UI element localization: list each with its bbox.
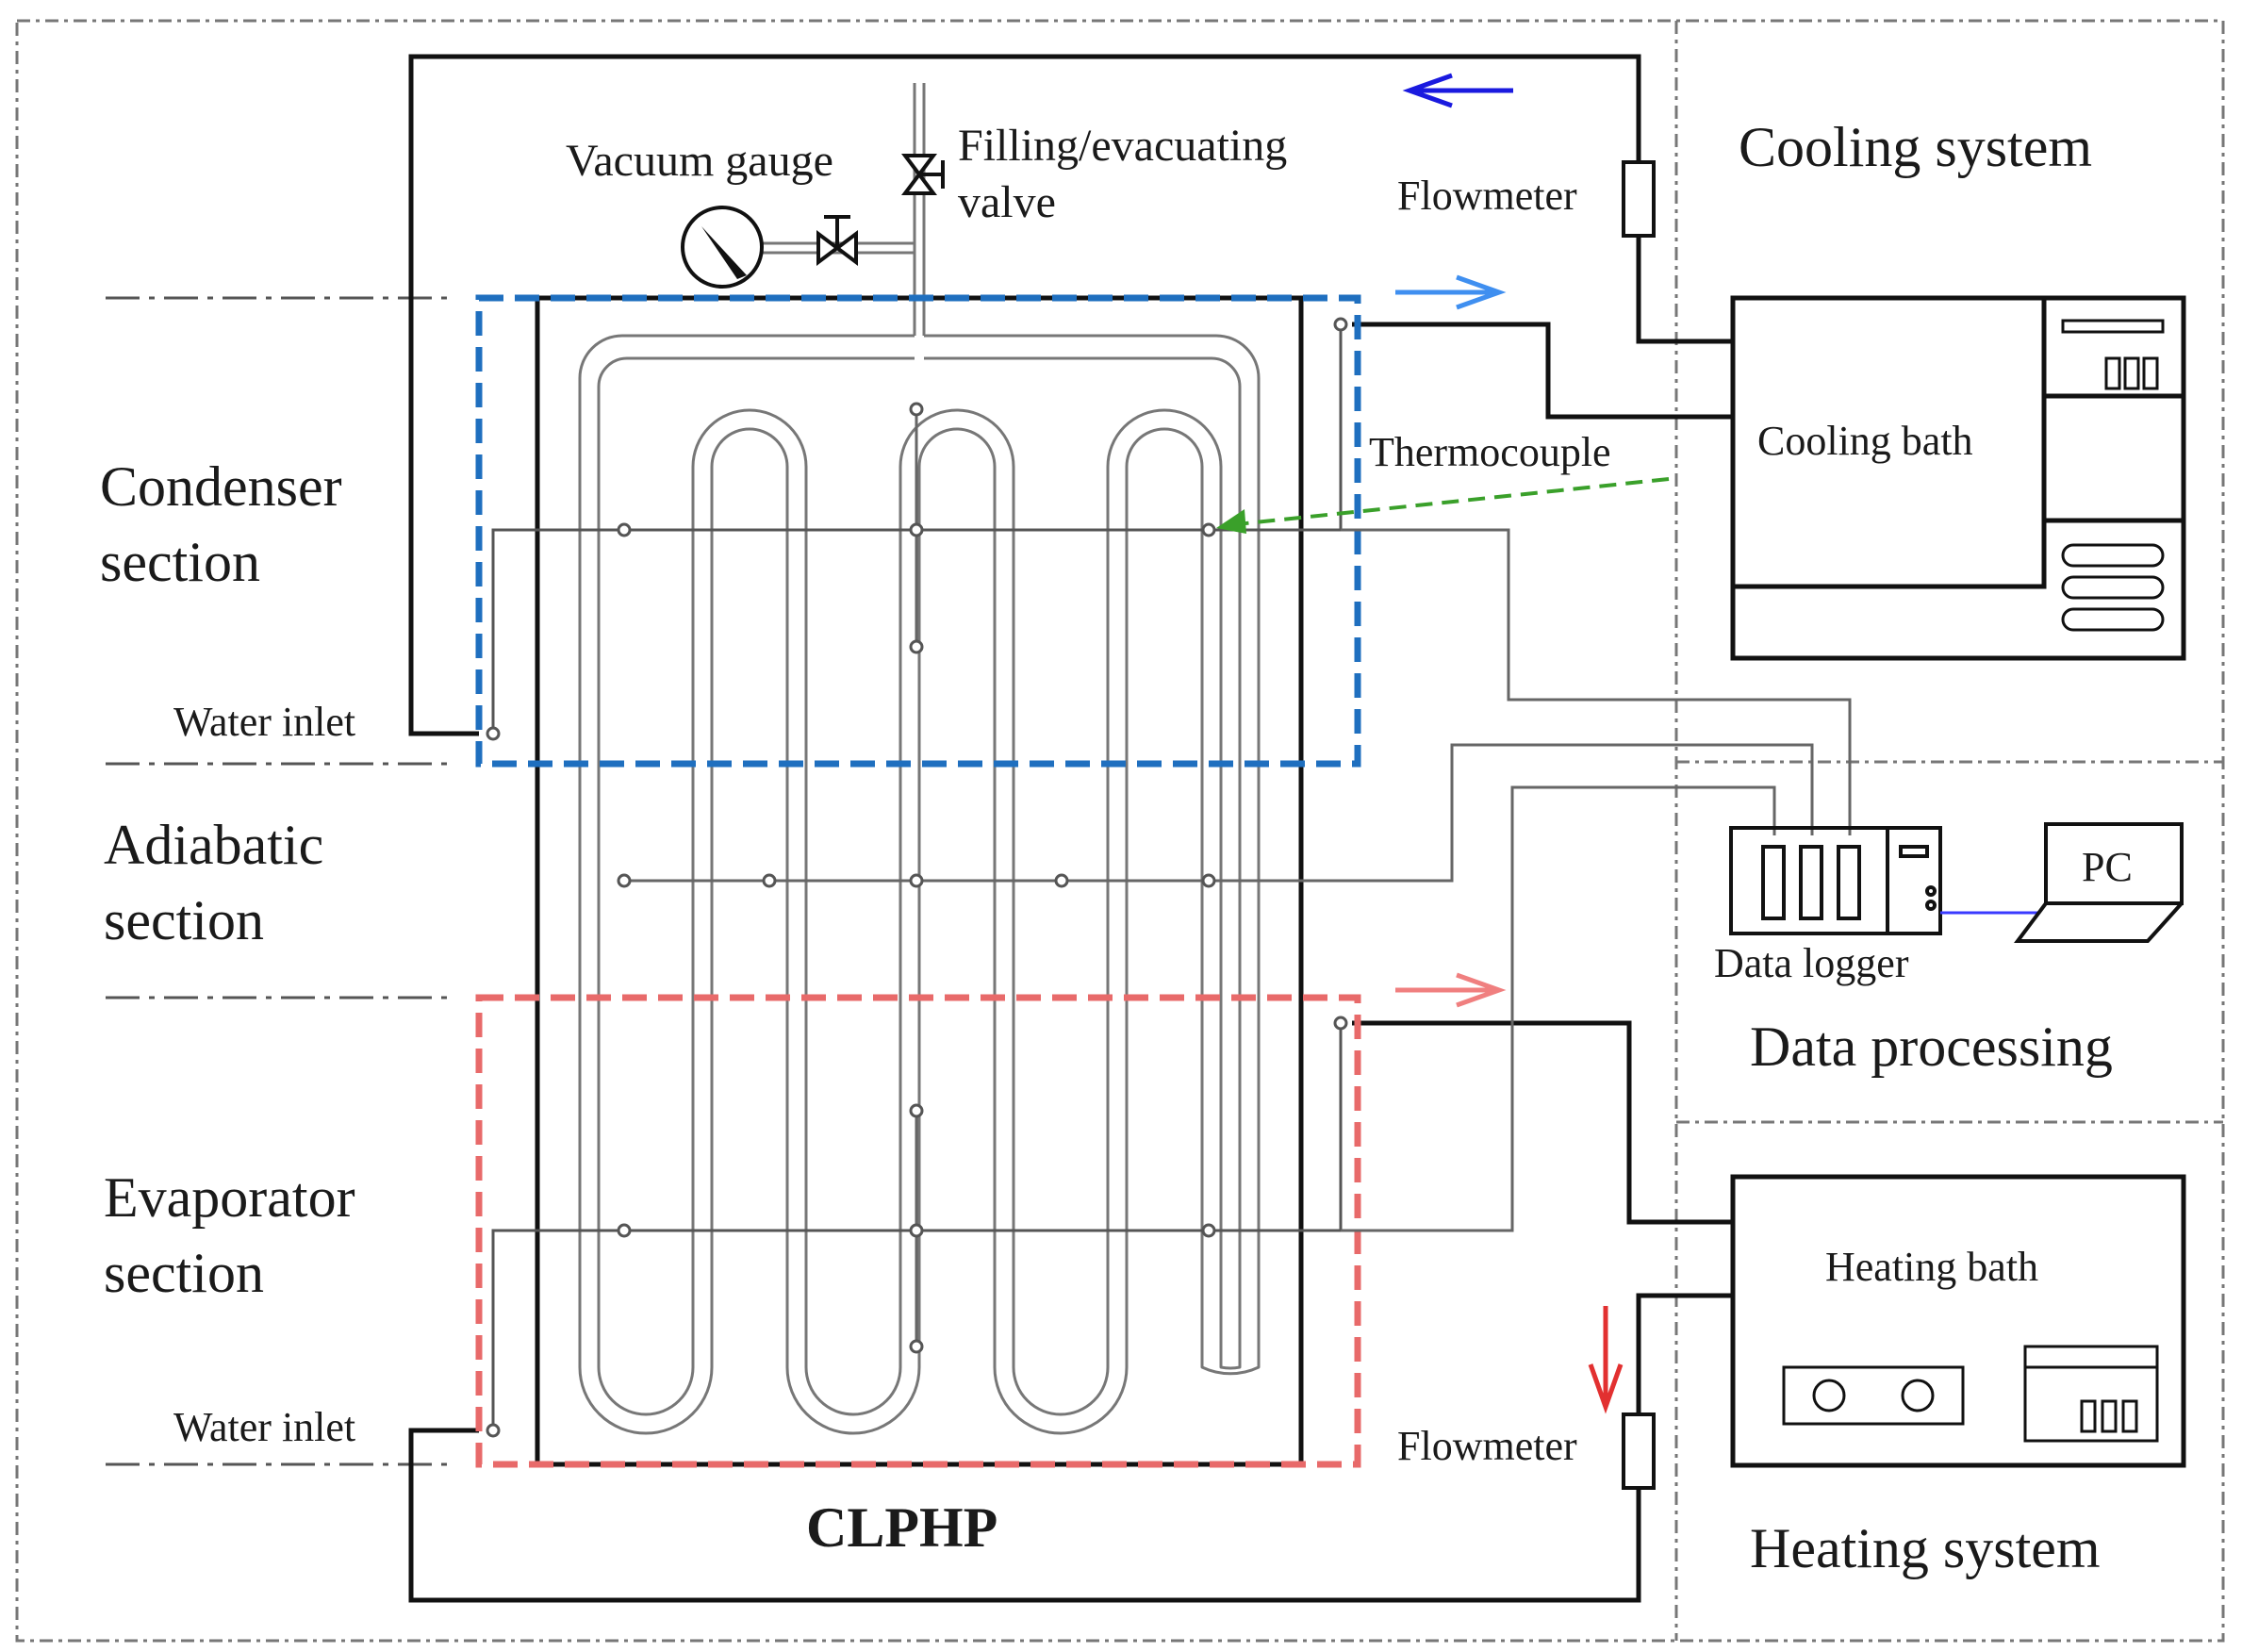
thermocouple-arrowhead bbox=[1216, 509, 1246, 534]
serpentine-tube bbox=[578, 334, 1261, 1435]
adiabatic-section-label-line1: Adiabatic bbox=[104, 814, 323, 876]
cooling-bath-label: Cooling bath bbox=[1757, 418, 1973, 464]
vacuum-gauge-icon bbox=[681, 206, 764, 289]
flow-arrow-pink bbox=[1395, 972, 1507, 1008]
flowmeter-top bbox=[1622, 160, 1656, 238]
flowmeter-bottom-label: Flowmeter bbox=[1397, 1423, 1577, 1469]
cooling-return-pipe bbox=[1352, 322, 1733, 420]
clphp-label: CLPHP bbox=[806, 1496, 997, 1559]
adiabatic-section-label-line2: section bbox=[104, 889, 264, 951]
water-inlet-bottom-label: Water inlet bbox=[173, 1404, 355, 1450]
filling-valve-label-line1: Filling/evacuating bbox=[958, 121, 1287, 171]
condenser-section-label-line2: section bbox=[100, 531, 260, 593]
filling-valve-label-line2: valve bbox=[958, 177, 1056, 227]
flow-arrow-red bbox=[1588, 1306, 1624, 1414]
cooling-bath bbox=[1730, 295, 2186, 661]
cooling-bath-panel bbox=[2061, 319, 2165, 632]
cooling-loop-pipe bbox=[408, 54, 1733, 736]
thermocouple-points bbox=[486, 317, 1348, 1438]
data-processing-label: Data processing bbox=[1750, 1016, 2113, 1078]
flowmeter-bottom bbox=[1622, 1412, 1656, 1490]
flow-arrow-blue bbox=[1402, 73, 1513, 108]
heating-system-label: Heating system bbox=[1750, 1517, 2101, 1579]
heating-bath bbox=[1730, 1174, 2186, 1468]
evaporator-section-label-line1: Evaporator bbox=[104, 1166, 355, 1229]
pc-label: PC bbox=[2082, 844, 2133, 890]
flow-arrow-light-blue bbox=[1395, 274, 1507, 310]
filling-valve-icon bbox=[901, 154, 945, 195]
condenser-section-label-line1: Condenser bbox=[100, 455, 342, 518]
data-logger-label: Data logger bbox=[1714, 940, 1909, 986]
vacuum-valve-icon bbox=[816, 215, 858, 266]
flowmeter-top-label: Flowmeter bbox=[1397, 173, 1577, 219]
thermocouple-label: Thermocouple bbox=[1369, 429, 1611, 475]
vacuum-gauge-label: Vacuum gauge bbox=[566, 136, 833, 186]
thermocouple-pointer bbox=[1236, 477, 1670, 526]
system-panels bbox=[1674, 21, 2223, 1641]
water-inlet-top-label: Water inlet bbox=[173, 699, 355, 745]
evaporator-section-label-line2: section bbox=[104, 1242, 264, 1304]
heating-loop-pipe bbox=[408, 1293, 1733, 1603]
pc-icon bbox=[2014, 822, 2184, 943]
thermocouple-wiring bbox=[624, 409, 1852, 1346]
cooling-system-label: Cooling system bbox=[1739, 116, 2092, 178]
heating-bath-label: Heating bath bbox=[1825, 1244, 2038, 1290]
heating-bath-panel bbox=[1782, 1345, 2159, 1443]
heating-return-pipe bbox=[1352, 1020, 1733, 1225]
data-logger-icon bbox=[1729, 826, 1942, 935]
outer-frame bbox=[15, 19, 2225, 1643]
